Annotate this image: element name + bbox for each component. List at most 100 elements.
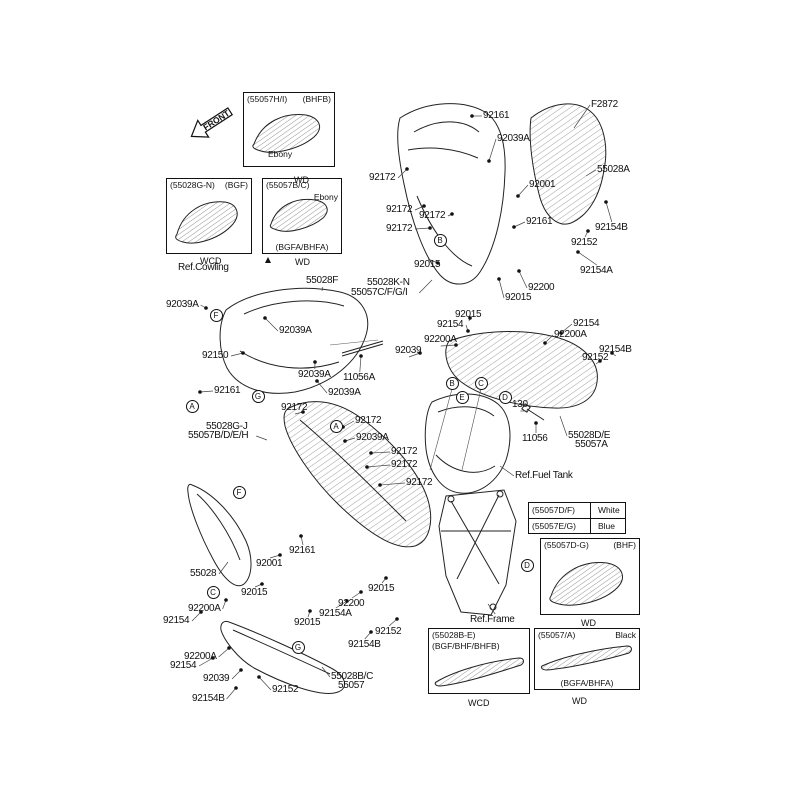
- part-number-label: 92001: [256, 558, 283, 569]
- part-number-label: 92015: [414, 259, 441, 270]
- color-legend-row: (55057D/F) White: [529, 503, 625, 518]
- part-number-label: 130: [512, 399, 528, 410]
- legend-box-55057a: (55057/A) Black (BGFA/BHFA): [534, 628, 640, 690]
- part-number-label: 92200A: [424, 334, 457, 345]
- legend-code: (55028B-E): [432, 630, 476, 640]
- legend-footer: WD: [572, 696, 587, 706]
- part-number-label: 92152: [272, 684, 299, 695]
- part-number-label: 92172: [419, 210, 446, 221]
- part-number-label: 55028F: [306, 275, 339, 286]
- part-number-label: 92152: [375, 626, 402, 637]
- part-number-label: 92200A: [554, 329, 587, 340]
- bottom-strip-outline: [220, 620, 346, 694]
- legend-variant: (BGF): [224, 180, 248, 190]
- part-number-label: 92154A: [319, 608, 352, 619]
- part-number-label: 92172: [391, 446, 418, 457]
- reference-label: Ref.Frame: [470, 614, 515, 625]
- frame-outline: [438, 489, 517, 616]
- legend-part-drawing: [549, 562, 623, 606]
- legend-variant: (BHFB): [302, 94, 331, 104]
- part-number-label: 55028A: [597, 164, 630, 175]
- part-number-label: 92172: [406, 477, 433, 488]
- part-number-label: 92154B: [595, 222, 628, 233]
- part-number-label: 92161: [214, 385, 241, 396]
- part-number-label: F2872: [591, 99, 618, 110]
- legend-part-drawing: [434, 657, 524, 687]
- part-number-label: 11056A: [343, 372, 375, 383]
- legend-box-55028gn: (55028G-N) (BGF): [166, 178, 252, 254]
- callout-circle-C: C: [206, 585, 220, 599]
- part-number-label: 92172: [281, 402, 308, 413]
- legend-variant: (BHF): [613, 540, 636, 550]
- left-blade-outline: [187, 483, 252, 587]
- callout-circle-F: F: [209, 308, 223, 322]
- legend-box-55057dg: (55057D-G) (BHF): [540, 538, 640, 615]
- part-number-label: 92172: [369, 172, 396, 183]
- part-number-label: 92172: [386, 223, 413, 234]
- color-legend-row: (55057E/G) Blue: [529, 518, 625, 533]
- callout-circle-F: F: [232, 485, 246, 499]
- legend-code: (55028G-N): [170, 180, 215, 190]
- part-number-label: 92172: [386, 204, 413, 215]
- callout-circle-G: G: [291, 640, 305, 654]
- part-outlines: [187, 103, 607, 694]
- part-number-label: 92039: [203, 673, 230, 684]
- part-number-label: 55028K-N: [367, 277, 410, 288]
- part-number-label: 55057: [338, 680, 365, 691]
- part-number-label: 92039A: [279, 325, 312, 336]
- callout-circle-D: D: [498, 390, 512, 404]
- legend-part-drawing: [540, 645, 632, 671]
- part-number-label: 92039A: [356, 432, 389, 443]
- legend-footer: WCD: [468, 698, 490, 708]
- part-number-label: 55028D/E: [568, 430, 611, 441]
- part-number-label: 92200: [528, 282, 555, 293]
- part-number-label: 55028G-J: [206, 421, 248, 432]
- callout-circle-G: G: [251, 389, 265, 403]
- legend-variant: (BGFA/BHFA): [275, 242, 329, 252]
- leader-lines: [191, 104, 617, 700]
- legend-part-drawing: [252, 113, 321, 153]
- part-number-label: 92200A: [184, 651, 217, 662]
- part-number-label: 92015: [505, 292, 532, 303]
- legend-color-label: White: [598, 505, 620, 515]
- part-number-label: 92154: [573, 318, 600, 329]
- part-number-label: 92039A: [328, 387, 361, 398]
- callout-circle-E: E: [455, 390, 469, 404]
- part-number-label: 92161: [289, 545, 316, 556]
- legend-color-label: Ebony: [268, 149, 293, 159]
- legend-variant: (BGFA/BHFA): [560, 678, 614, 688]
- part-number-label: 92161: [526, 216, 553, 227]
- legend-variant: (BGF/BHF/BHFB): [432, 641, 500, 651]
- part-number-label: 92039A: [298, 369, 331, 380]
- part-number-label: 92172: [355, 415, 382, 426]
- bolt-130: [526, 408, 545, 421]
- legend-code: (55057D/F): [529, 503, 591, 518]
- part-number-label: 92154B: [348, 639, 381, 650]
- part-number-label: 92015: [368, 583, 395, 594]
- callout-circle-C: C: [474, 376, 488, 390]
- reference-label: Ref.Fuel Tank: [515, 470, 573, 481]
- part-number-label: 55028: [190, 568, 217, 579]
- part-number-label: 92015: [294, 617, 321, 628]
- part-number-label: 11056: [522, 433, 548, 444]
- legend-part-drawing: [175, 201, 238, 244]
- part-number-label: 92152: [571, 237, 598, 248]
- legend-box-55028be: (55028B-E) (BGF/BHF/BHFB): [428, 628, 530, 694]
- part-number-label: 92001: [529, 179, 556, 190]
- part-number-label: 92015: [455, 309, 482, 320]
- part-number-label: 92039: [395, 345, 422, 356]
- legend-part-drawing: [269, 198, 328, 232]
- legend-box-55057bc: (55057B/C) Ebony (BGFA/BHFA): [262, 178, 342, 254]
- callout-circle-A: A: [329, 419, 343, 433]
- callout-circle-B: B: [445, 376, 459, 390]
- part-number-label: 92161: [483, 110, 510, 121]
- part-number-label: 55028B/C: [331, 671, 374, 682]
- part-number-label: 92154: [437, 319, 464, 330]
- part-number-label: 55057A: [575, 439, 608, 450]
- part-number-label: 92154B: [599, 344, 632, 355]
- callout-circle-D: D: [520, 558, 534, 572]
- part-number-label: 92200: [338, 598, 365, 609]
- part-number-label: 92150: [202, 350, 229, 361]
